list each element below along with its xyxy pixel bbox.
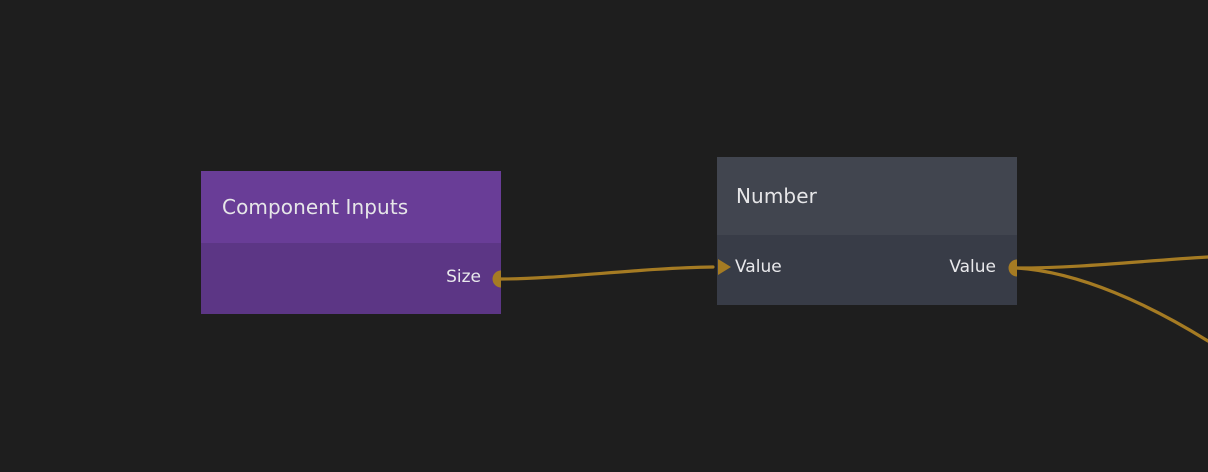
port-row-size: Size <box>201 266 501 288</box>
wire-value-out-lower <box>1015 266 1208 343</box>
port-row-value: Value Value <box>717 256 1017 278</box>
node-component-inputs[interactable]: Component Inputs Size <box>201 171 501 314</box>
node-component-inputs-title: Component Inputs <box>222 195 409 219</box>
output-port-size[interactable] <box>492 270 501 288</box>
port-label-value-in: Value <box>735 257 782 277</box>
node-component-inputs-header[interactable]: Component Inputs <box>201 171 501 243</box>
input-port-value-arrow-icon[interactable] <box>718 259 731 275</box>
port-label-value-out: Value <box>949 257 996 277</box>
node-component-inputs-body: Size <box>201 243 501 314</box>
wire-size-to-value <box>499 265 715 281</box>
wire-value-out-upper <box>1015 255 1208 270</box>
output-port-value[interactable] <box>1008 259 1017 277</box>
port-label-size: Size <box>446 267 481 287</box>
node-number-header[interactable]: Number <box>717 157 1017 235</box>
node-number[interactable]: Number Value Value <box>717 157 1017 305</box>
node-number-body: Value Value <box>717 235 1017 305</box>
node-number-title: Number <box>736 184 817 208</box>
